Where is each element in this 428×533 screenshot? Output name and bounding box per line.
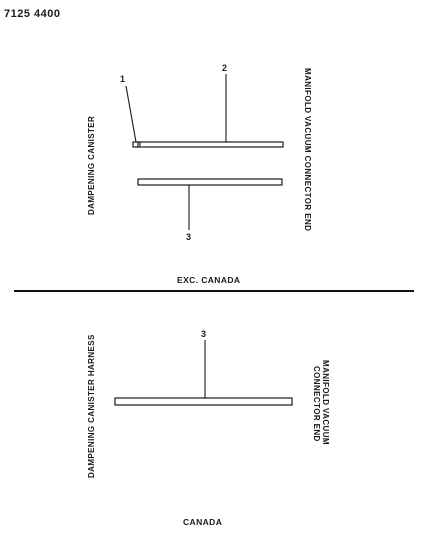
section-label-canada: CANADA bbox=[183, 517, 222, 527]
manifold-vacuum-connector-end-label: MANIFOLD VACUUM CONNECTOR END bbox=[303, 68, 312, 231]
callout-1: 1 bbox=[120, 74, 125, 84]
manifold-vacuum-label-line1: MANIFOLD VACUUM bbox=[321, 360, 330, 445]
dampening-canister-harness-label: DAMPENING CANISTER HARNESS bbox=[87, 334, 96, 478]
callout-1-leader bbox=[125, 85, 137, 143]
harness-hose-3 bbox=[114, 397, 293, 406]
vacuum-hose-3 bbox=[137, 178, 283, 186]
callout-3: 3 bbox=[186, 232, 191, 242]
dampening-canister-label: DAMPENING CANISTER bbox=[87, 116, 96, 215]
section-label-exc-canada: EXC. CANADA bbox=[177, 275, 240, 285]
connector-end-label-line2: CONNECTOR END bbox=[312, 366, 321, 442]
callout-2: 2 bbox=[222, 63, 227, 73]
vacuum-hose-2 bbox=[132, 141, 284, 148]
document-number: 7125 4400 bbox=[4, 8, 61, 20]
harness-callout-3: 3 bbox=[201, 329, 206, 339]
